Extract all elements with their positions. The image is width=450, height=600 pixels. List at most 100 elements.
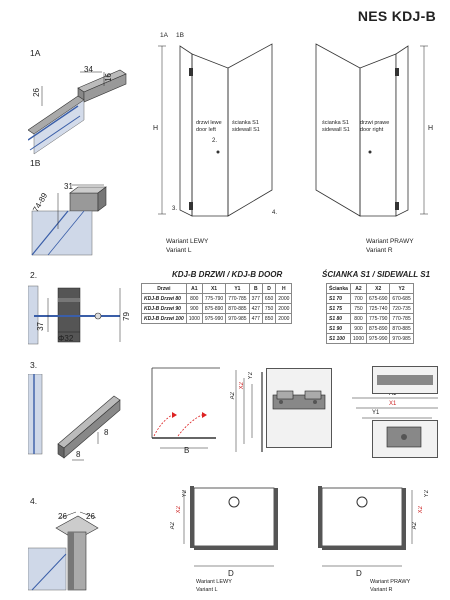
- door-table-cell: 850: [261, 313, 277, 324]
- front-left-callout-3: 3.: [172, 206, 178, 212]
- detail-3-b: 8: [76, 450, 81, 459]
- front-left-variant-en: Variant L: [166, 247, 192, 254]
- front-right-wall-en: sidewall S1: [322, 127, 350, 133]
- plan-bottom-right-y2: Y2: [424, 490, 430, 498]
- front-view-right: [315, 43, 428, 217]
- plan-bottom-left-y2: Y2: [182, 490, 188, 498]
- wall-table-cell: 675-690: [366, 293, 391, 304]
- door-table-cell: 975-990: [201, 313, 227, 324]
- plan-view-right: [318, 486, 413, 567]
- wall-table-header: X2: [366, 283, 391, 294]
- door-table-header: X1: [201, 283, 227, 294]
- detail-photo-left: [266, 368, 332, 448]
- front-callout-1a: 1A: [160, 32, 168, 39]
- front-left-door-en: door left: [196, 127, 216, 133]
- wall-table-cell: 670-685: [389, 293, 414, 304]
- front-right-h: H: [428, 125, 434, 132]
- plan-left-variant-pl: Wariant LEWY: [196, 579, 232, 585]
- wall-table-cell: 750: [349, 303, 368, 314]
- plan-left-dims: [235, 370, 263, 452]
- wall-table-cell: 700: [349, 293, 368, 304]
- front-left-door-pl: drzwi lewe: [196, 120, 222, 126]
- front-left-callout-2: 2.: [212, 138, 218, 144]
- wall-table-cell: S1 70: [326, 293, 351, 304]
- door-table-cell: 870-885: [225, 303, 250, 314]
- door-table-header: D: [261, 283, 277, 294]
- detail-1b-width: 31: [64, 182, 73, 191]
- door-table-header: Drzwi: [141, 283, 187, 294]
- detail-2-label: 2.: [30, 270, 38, 280]
- plan-right-dims: [352, 397, 438, 419]
- wall-table-header: Ścianka: [326, 283, 351, 294]
- front-left-variant-pl: Wariant LEWY: [166, 238, 209, 245]
- door-table-header: H: [275, 283, 293, 294]
- detail-1b-label: 1B: [30, 158, 41, 168]
- detail-1a-label: 1A: [30, 48, 41, 58]
- detail-photo-right-top: [372, 366, 438, 394]
- detail-3-a: 8: [104, 428, 109, 437]
- detail-1a-drawing: [28, 69, 127, 155]
- plan-bottom-left-a2: A2: [170, 522, 176, 530]
- detail-4-label: 4.: [30, 496, 38, 506]
- wall-table-cell: 725-740: [366, 303, 391, 314]
- wall-table-cell: 875-890: [366, 323, 391, 334]
- door-table-header: A1: [185, 283, 203, 294]
- front-right-variant-en: Variant R: [366, 247, 393, 254]
- door-table-cell: 900: [185, 303, 203, 314]
- door-table-cell: 1000: [185, 313, 203, 324]
- wall-table-cell: 775-790: [366, 313, 391, 324]
- product-title: NES KDJ-B: [357, 8, 436, 24]
- door-table-cell: 427: [248, 303, 263, 314]
- door-table-cell: KDJ-B Drzwi 100: [141, 313, 187, 324]
- plan-right-x1: X1: [389, 401, 397, 407]
- detail-3-drawing: [28, 374, 121, 461]
- plan-left-y2: Y2: [248, 372, 254, 380]
- front-view-left: [158, 43, 273, 217]
- wall-table-cell: 900: [349, 323, 368, 334]
- detail-3-label: 3.: [30, 360, 38, 370]
- door-table-cell: 770-785: [225, 293, 250, 304]
- plan-left-d: D: [228, 569, 234, 578]
- wall-table-cell: 720-735: [389, 303, 414, 314]
- plan-bottom-right-a2: A2: [412, 522, 418, 530]
- door-table-cell: 377: [248, 293, 263, 304]
- detail-photo-right: [372, 420, 438, 458]
- front-left-wall-pl: ścianka S1: [232, 120, 259, 126]
- door-table-cell: 2000: [275, 313, 293, 324]
- swing-dim-b: B: [184, 446, 190, 455]
- plan-bottom-left-x2: X2: [176, 506, 182, 514]
- front-left-wall-en: sidewall S1: [232, 127, 260, 133]
- front-callout-1b: 1B: [176, 32, 184, 39]
- detail-1a-side: 26: [32, 88, 41, 97]
- front-right-variant-pl: Wariant PRAWY: [366, 238, 414, 245]
- plan-right-d: D: [356, 569, 362, 578]
- plan-left-a2: A2: [230, 392, 236, 400]
- plan-view-left: [183, 486, 278, 567]
- wall-table-cell: 870-885: [389, 323, 414, 334]
- door-table-cell: 970-985: [225, 313, 250, 324]
- plan-left-variant-en: Variant L: [196, 587, 218, 593]
- door-swing-diagram: [151, 367, 220, 449]
- wall-table-cell: 975-990: [366, 333, 391, 344]
- detail-4-a: 26: [58, 512, 67, 521]
- plan-left-x2: X2: [239, 382, 245, 390]
- wall-table-cell: S1 100: [326, 333, 351, 344]
- door-table-cell: 750: [261, 303, 277, 314]
- wall-table-cell: S1 90: [326, 323, 351, 334]
- door-table-cell: KDJ-B Drzwi 90: [141, 303, 187, 314]
- wall-table-cell: 800: [349, 313, 368, 324]
- plan-right-variant-en: Variant R: [370, 587, 393, 593]
- detail-1a-height: 16: [104, 73, 113, 82]
- detail-4-b: 26: [86, 512, 95, 521]
- door-table-header: B: [248, 283, 263, 294]
- plan-bottom-right-x2: X2: [418, 506, 424, 514]
- door-table-cell: 2000: [275, 293, 293, 304]
- door-table-cell: 775-790: [201, 293, 227, 304]
- front-right-door-en: door right: [360, 127, 384, 133]
